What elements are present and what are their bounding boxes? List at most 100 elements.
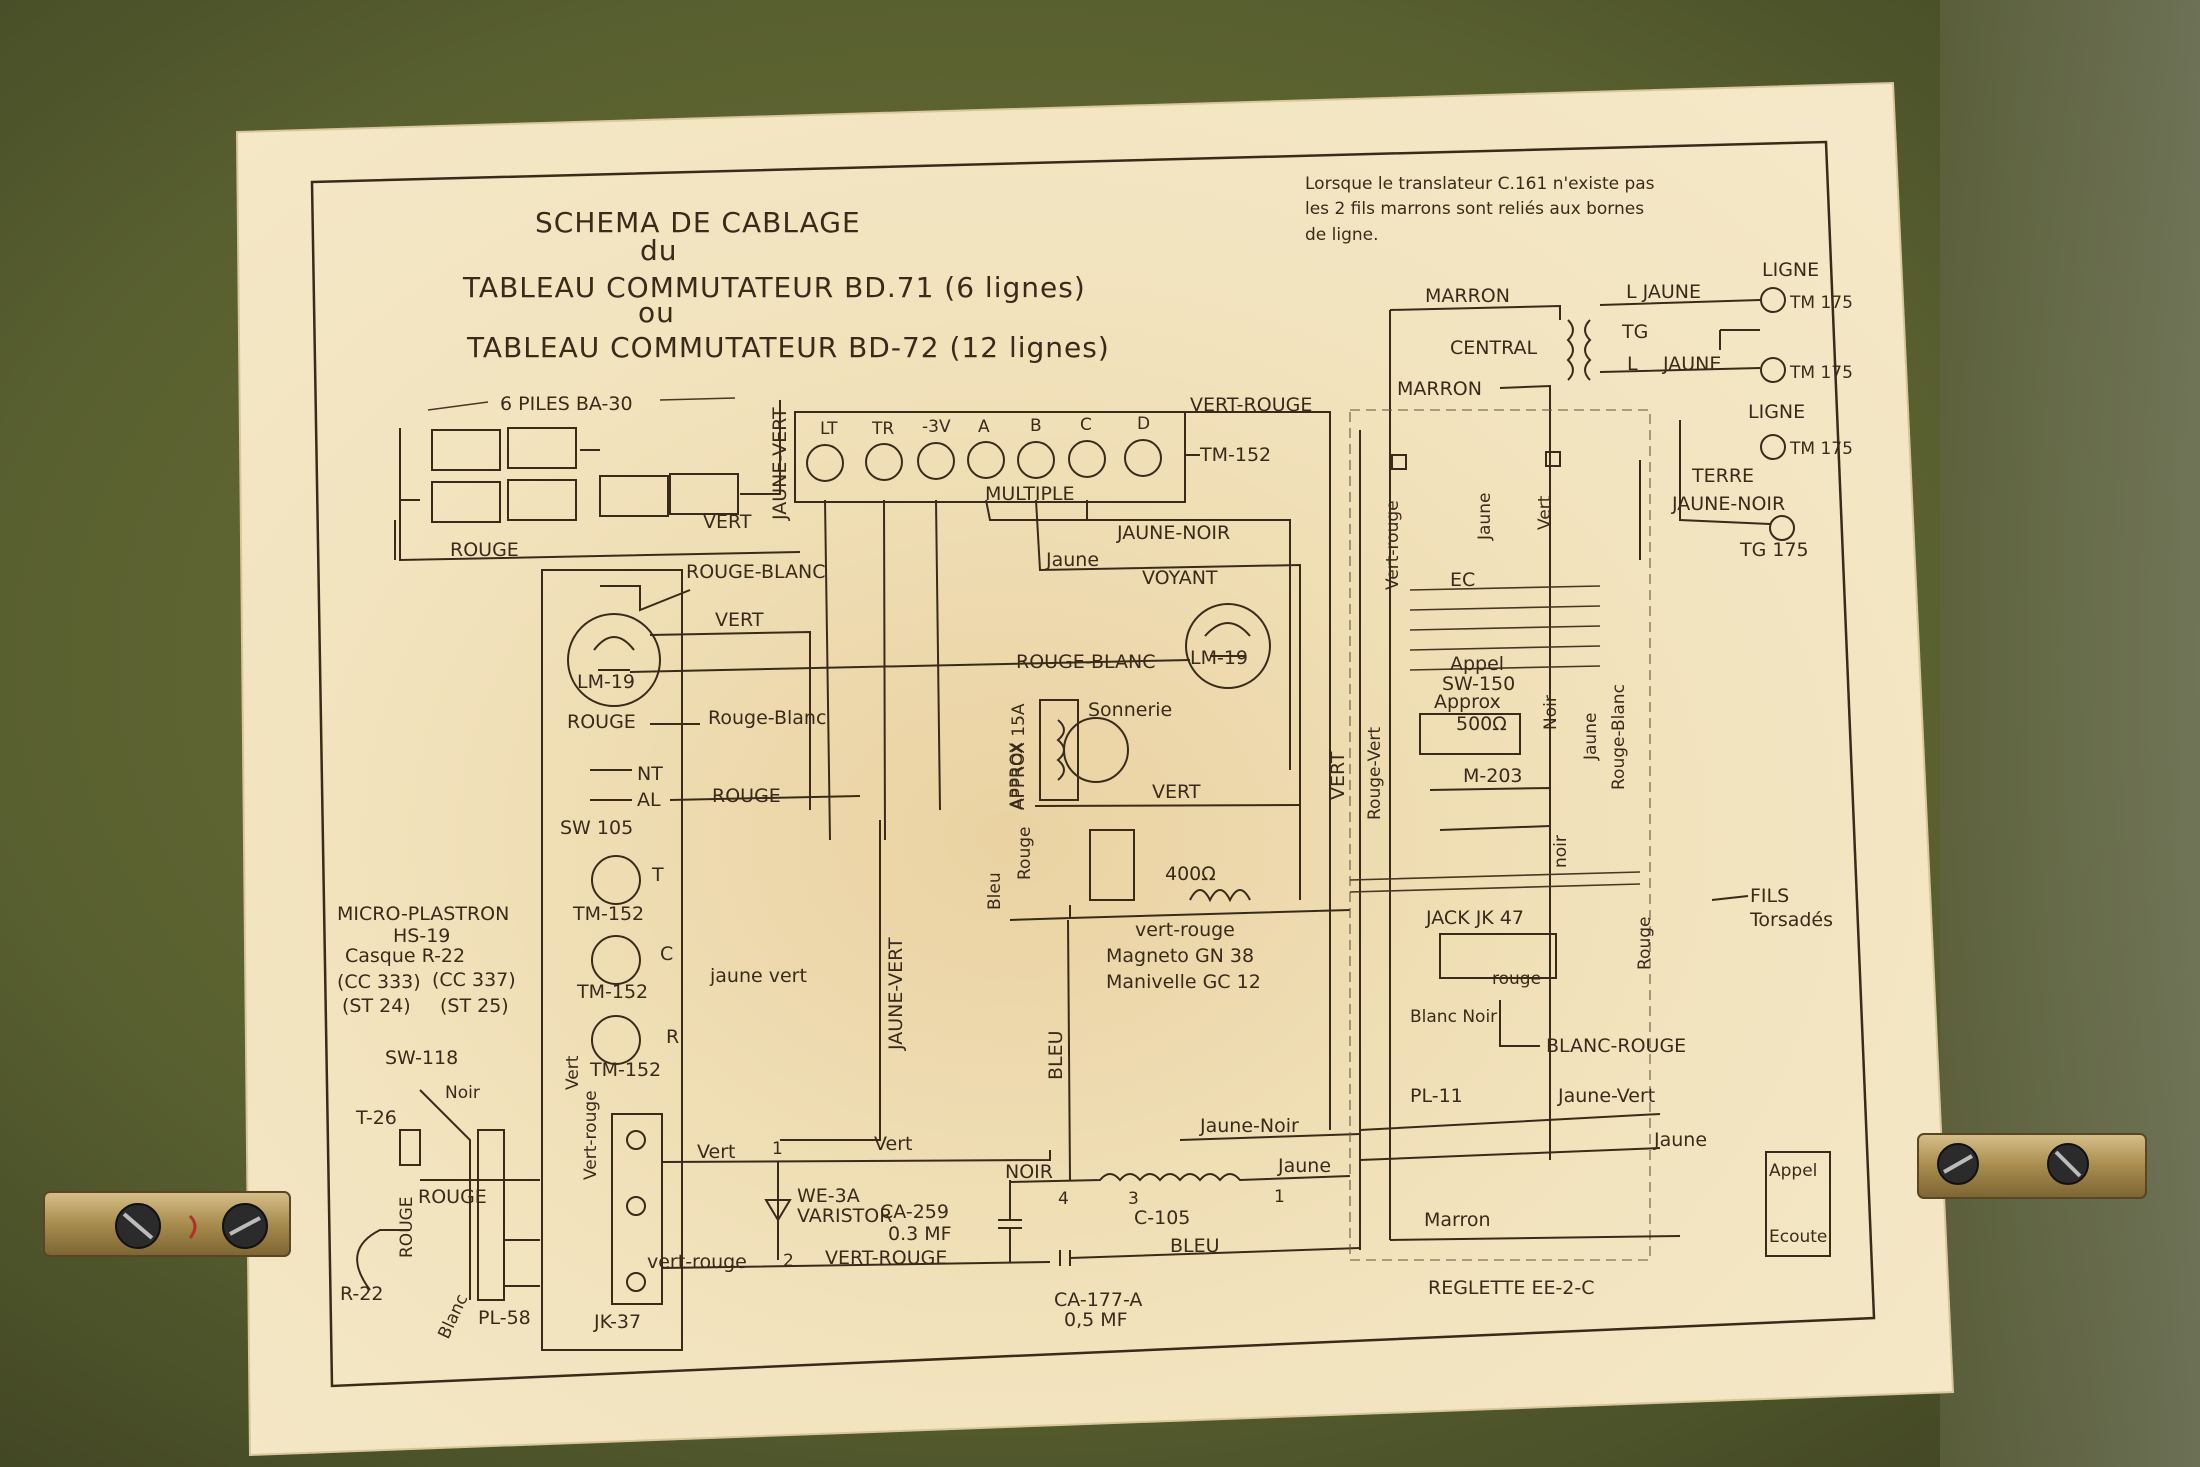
- title-block: SCHEMA DE CABLAGE du TABLEAU COMMUTATEUR…: [462, 206, 1109, 364]
- label-voyant: VOYANT: [1142, 567, 1218, 589]
- label-rouge-vert: Rouge-Vert: [1365, 727, 1385, 820]
- label-marron-lower: Marron: [1424, 1209, 1491, 1231]
- tm152-section: T TM-152 C jaune vert TM-152 R TM-152 JA…: [563, 820, 907, 1180]
- note-line-2: les 2 fils marrons sont reliés aux borne…: [1305, 199, 1644, 219]
- label-vert-middle: VERT: [1152, 781, 1201, 803]
- label-bleu-vertical: BLEU: [1045, 1030, 1067, 1080]
- label-jaune-right-v: Jaune: [1475, 493, 1495, 541]
- label-num-1-right: 1: [1274, 1187, 1285, 1207]
- label-tm152-top: TM-152: [1199, 444, 1271, 466]
- label-jaune-right-lower: Jaune: [1653, 1129, 1707, 1151]
- left-brass-clip: [43, 1191, 291, 1257]
- label-sonnerie: Sonnerie: [1088, 699, 1172, 721]
- label-l: L: [1627, 353, 1638, 375]
- label-bleu-lc: Bleu: [985, 872, 1005, 910]
- terminal-tr: TR: [871, 419, 894, 439]
- label-lm19-left: LM-19: [577, 671, 635, 693]
- label-terre: TERRE: [1691, 465, 1754, 487]
- terminal-strip: LT TR -3V A B C D MULTIPLE VERT-ROUGE TM…: [794, 394, 1331, 505]
- label-tm175-c: TM 175: [1789, 439, 1853, 459]
- label-jk37: JK-37: [593, 1311, 641, 1333]
- label-c105: C-105: [1134, 1207, 1190, 1229]
- right-brass-clip: [1917, 1133, 2147, 1199]
- title-line-2: du: [640, 234, 678, 267]
- label-varistor: VARISTOR: [797, 1205, 892, 1227]
- label-ca259: CA-259: [880, 1201, 949, 1223]
- battery-section: 6 PILES BA-30 ROUGE VERT JAUNE-VERT: [394, 393, 801, 562]
- label-ecoute: Ecoute: [1769, 1227, 1827, 1247]
- label-vert-rouge-magneto: vert-rouge: [1135, 919, 1235, 941]
- label-m203: M-203: [1463, 765, 1523, 787]
- label-t: T: [651, 864, 664, 886]
- right-switch-section: Vert-rouge Jaune Vert EC Appel SW-150 Ap…: [1327, 409, 1833, 1299]
- label-micro-plastron: MICRO-PLASTRON: [337, 903, 509, 925]
- label-l-jaune: L JAUNE: [1626, 281, 1701, 303]
- terminal-b: B: [1030, 416, 1042, 436]
- label-r22: R-22: [340, 1283, 383, 1305]
- label-jaune-lower: Jaune: [1277, 1155, 1331, 1177]
- label-num-2: 2: [783, 1251, 794, 1271]
- label-jaune-top: Jaune: [1045, 549, 1099, 571]
- label-vert-rouge-right: Vert-rouge: [1383, 500, 1403, 590]
- label-jack47: JACK JK 47: [1425, 907, 1524, 929]
- label-tm152-a: TM-152: [572, 903, 644, 925]
- label-noir-small: noir: [1551, 835, 1571, 868]
- label-casque: Casque R-22: [345, 945, 465, 967]
- label-vert-caps-right: VERT: [1327, 751, 1349, 800]
- label-num-4: 4: [1058, 1189, 1069, 1209]
- title-line-4: ou: [638, 296, 675, 329]
- label-st-left: (ST 24): [342, 995, 411, 1017]
- label-jaune-noir-right: JAUNE-NOIR: [1671, 493, 1785, 515]
- label-ligne-top: LIGNE: [1762, 259, 1819, 281]
- label-jaune-noir-lower: Jaune-Noir: [1199, 1115, 1299, 1137]
- label-noir-right: Noir: [1541, 695, 1561, 730]
- board-right-edge: [1940, 0, 2200, 1467]
- label-tm175-a: TM 175: [1789, 293, 1853, 313]
- label-jaune-caps: JAUNE: [1662, 353, 1721, 375]
- label-vert-rouge-lower: vert-rouge: [647, 1251, 747, 1273]
- label-r: R: [666, 1026, 679, 1048]
- terminal-c: C: [1080, 415, 1092, 435]
- label-tm152-c: TM-152: [589, 1059, 661, 1081]
- label-marron-second: MARRON: [1397, 378, 1482, 400]
- label-rouge-battery: ROUGE: [450, 539, 519, 561]
- label-rouge-vertical-right: Rouge: [1635, 917, 1655, 970]
- label-noir-caps: NOIR: [1005, 1161, 1053, 1183]
- terminal-a: A: [978, 417, 990, 437]
- label-rouge-blanc-left: ROUGE-BLANC: [686, 561, 826, 583]
- label-400-ohm: 400Ω: [1165, 863, 1216, 885]
- label-bleu-lower: BLEU: [1170, 1235, 1220, 1257]
- label-manivelle: Manivelle GC 12: [1106, 971, 1261, 993]
- label-approx-15a: APPROX 15A: [1009, 703, 1029, 810]
- label-jaune-vert-vertical: JAUNE-VERT: [769, 407, 791, 521]
- label-hs19: HS-19: [393, 925, 450, 947]
- label-ec: EC: [1450, 569, 1475, 591]
- label-jaune-vert-middle: JAUNE-VERT: [885, 937, 907, 1051]
- label-t26: T-26: [355, 1107, 397, 1129]
- label-we3a: WE-3A: [797, 1185, 860, 1207]
- label-appel: Appel: [1769, 1161, 1817, 1181]
- terminal-d: D: [1137, 414, 1150, 434]
- label-ca177: CA-177-A: [1054, 1289, 1142, 1311]
- label-vert-rouge-top: VERT-ROUGE: [1190, 394, 1312, 416]
- label-nt: NT: [637, 763, 663, 785]
- label-jaune-noir-top: JAUNE-NOIR: [1116, 522, 1230, 544]
- left-lamp-section: ROUGE-BLANC VERT LM-19 ROUGE Rouge-Blanc…: [541, 561, 861, 1351]
- label-al: AL: [637, 789, 661, 811]
- label-blanc-rouge: BLANC-ROUGE: [1546, 1035, 1686, 1057]
- lower-components: 1 2 WE-3A VARISTOR CA-259 0.3 MF NOIR 4 …: [764, 919, 1361, 1331]
- label-tg: TG: [1621, 321, 1648, 343]
- label-sw118: SW-118: [385, 1047, 458, 1069]
- terminal-3v: -3V: [922, 417, 951, 437]
- label-jaune-vert-lc: jaune vert: [709, 965, 807, 987]
- label-rouge-small: rouge: [1492, 969, 1541, 989]
- label-num-1: 1: [772, 1139, 783, 1159]
- label-tm175-b: TM 175: [1789, 363, 1853, 383]
- label-noir: Noir: [445, 1083, 480, 1103]
- label-rouge-al: ROUGE: [712, 785, 781, 807]
- label-cc-left: (CC 333): [337, 971, 421, 993]
- right-line-section: MARRON CENTRAL MARRON L JAUNE TG L JAUNE…: [1389, 259, 1853, 1240]
- label-mf03: 0.3 MF: [888, 1223, 952, 1245]
- title-line-3: TABLEAU COMMUTATEUR BD.71 (6 lignes): [462, 271, 1086, 304]
